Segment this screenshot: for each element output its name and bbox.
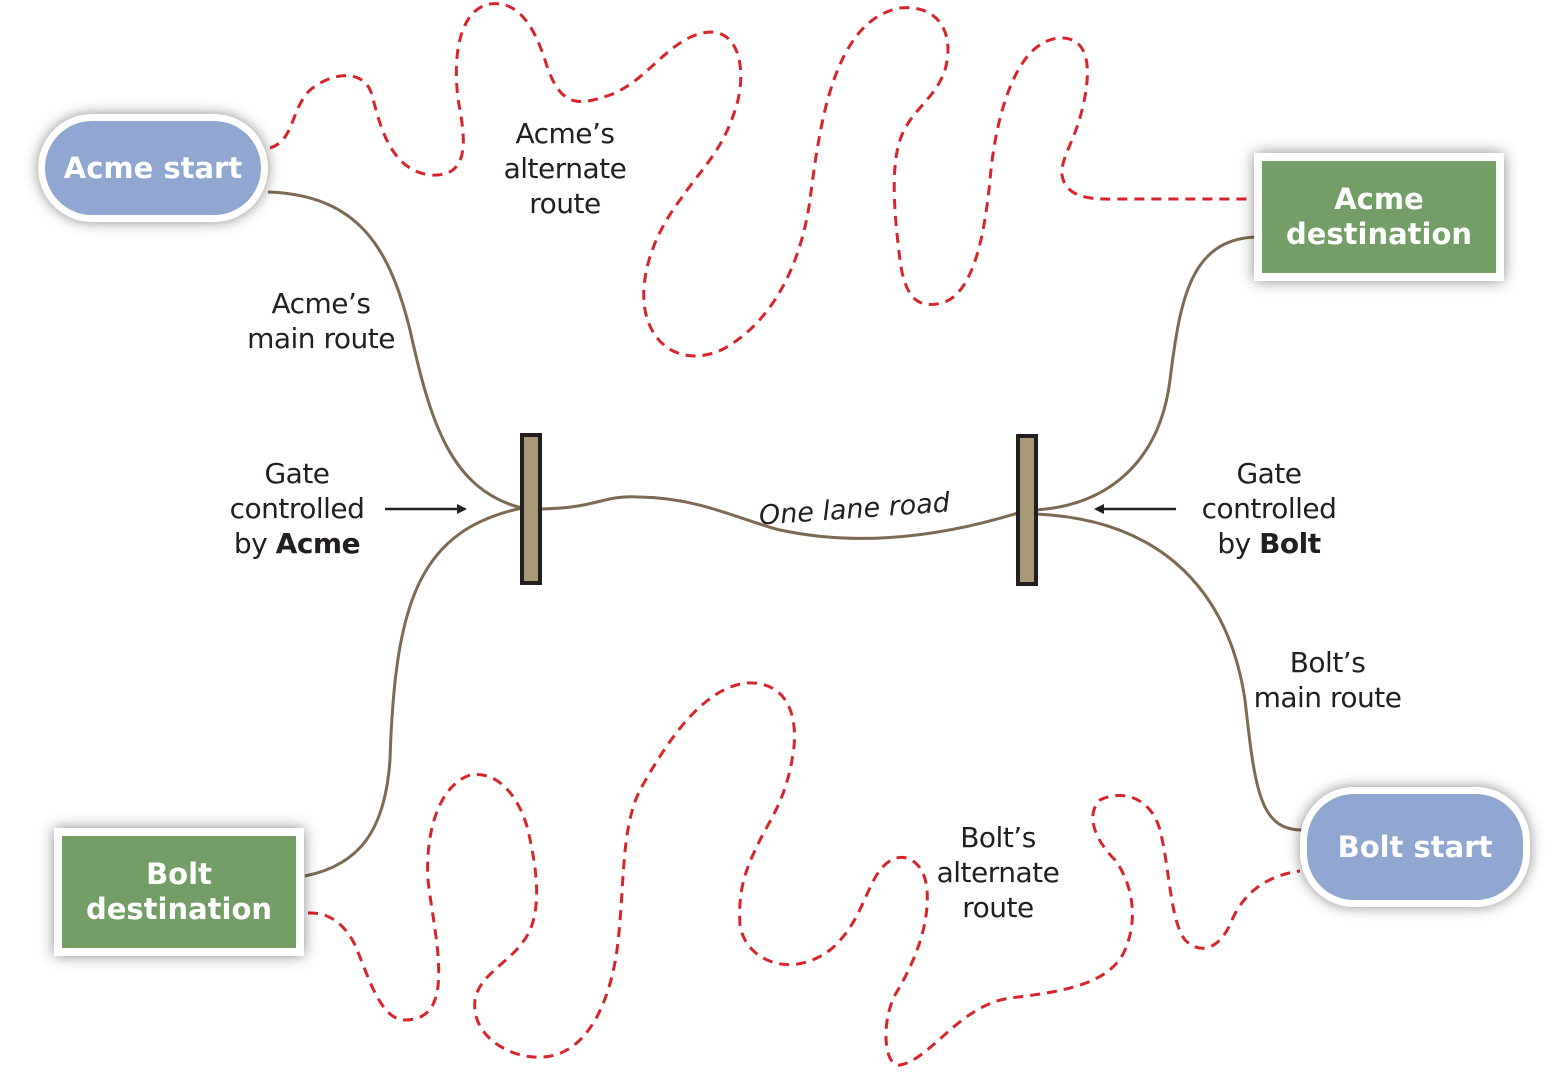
label-line: Bolt’s [1289, 646, 1366, 679]
acme-main-route [267, 190, 523, 510]
bolt-destination-label-line1: Bolt [146, 857, 212, 891]
label-line: controlled [1201, 492, 1337, 525]
acme-start-node: Acme start [38, 114, 268, 222]
gate-owner-acme: Acme [275, 527, 361, 560]
one-lane-road-label: One lane road [758, 487, 952, 531]
bolt-gate [1016, 434, 1038, 586]
label-line: main route [247, 322, 395, 355]
label-line: alternate [503, 152, 627, 185]
bolt-gate-label: Gate controlled by Bolt [1184, 456, 1354, 561]
label-line: route [962, 891, 1034, 924]
bolt-start-label: Bolt start [1337, 829, 1493, 864]
acme-alternate-route [269, 2, 1250, 358]
label-line: Acme’s [271, 287, 371, 320]
gate-owner-bolt: Bolt [1259, 527, 1321, 560]
one-lane-road [539, 495, 1019, 540]
acme-destination-label-line2: destination [1285, 217, 1473, 251]
label-line: controlled [229, 492, 365, 525]
acme-destination-node: Acme destination [1254, 153, 1504, 281]
bolt-destination-main-route [304, 506, 523, 878]
label-line: route [529, 187, 601, 220]
label-line: Bolt’s [960, 821, 1036, 854]
label-prefix: by [1217, 527, 1260, 560]
label-line: Gate [264, 457, 330, 490]
bolt-main-route [1035, 512, 1303, 832]
label-line: by Acme [212, 526, 382, 561]
acme-destination-main-route [1035, 235, 1256, 512]
acme-destination-label-line1: Acme [1334, 182, 1424, 216]
label-line: Acme’s [515, 117, 615, 150]
label-line: main route [1253, 681, 1402, 714]
bolt-destination-label-line2: destination [85, 892, 273, 926]
bolt-destination-node: Bolt destination [54, 828, 304, 956]
acme-start-label: Acme start [63, 150, 243, 185]
label-line: Gate [1236, 457, 1302, 490]
bolt-start-node: Bolt start [1300, 787, 1530, 907]
bolt-alternate-route [307, 681, 1301, 1067]
label-line: alternate [936, 856, 1060, 889]
acme-main-route-label: Acme’s main route [236, 286, 406, 356]
acme-gate [520, 433, 542, 585]
bolt-alternate-route-label: Bolt’s alternate route [913, 820, 1083, 925]
acme-alternate-route-label: Acme’s alternate route [480, 116, 650, 221]
bolt-main-route-label: Bolt’s main route [1240, 645, 1415, 715]
acme-gate-label: Gate controlled by Acme [212, 456, 382, 561]
label-line: by Bolt [1184, 526, 1354, 561]
label-prefix: by [233, 527, 276, 560]
